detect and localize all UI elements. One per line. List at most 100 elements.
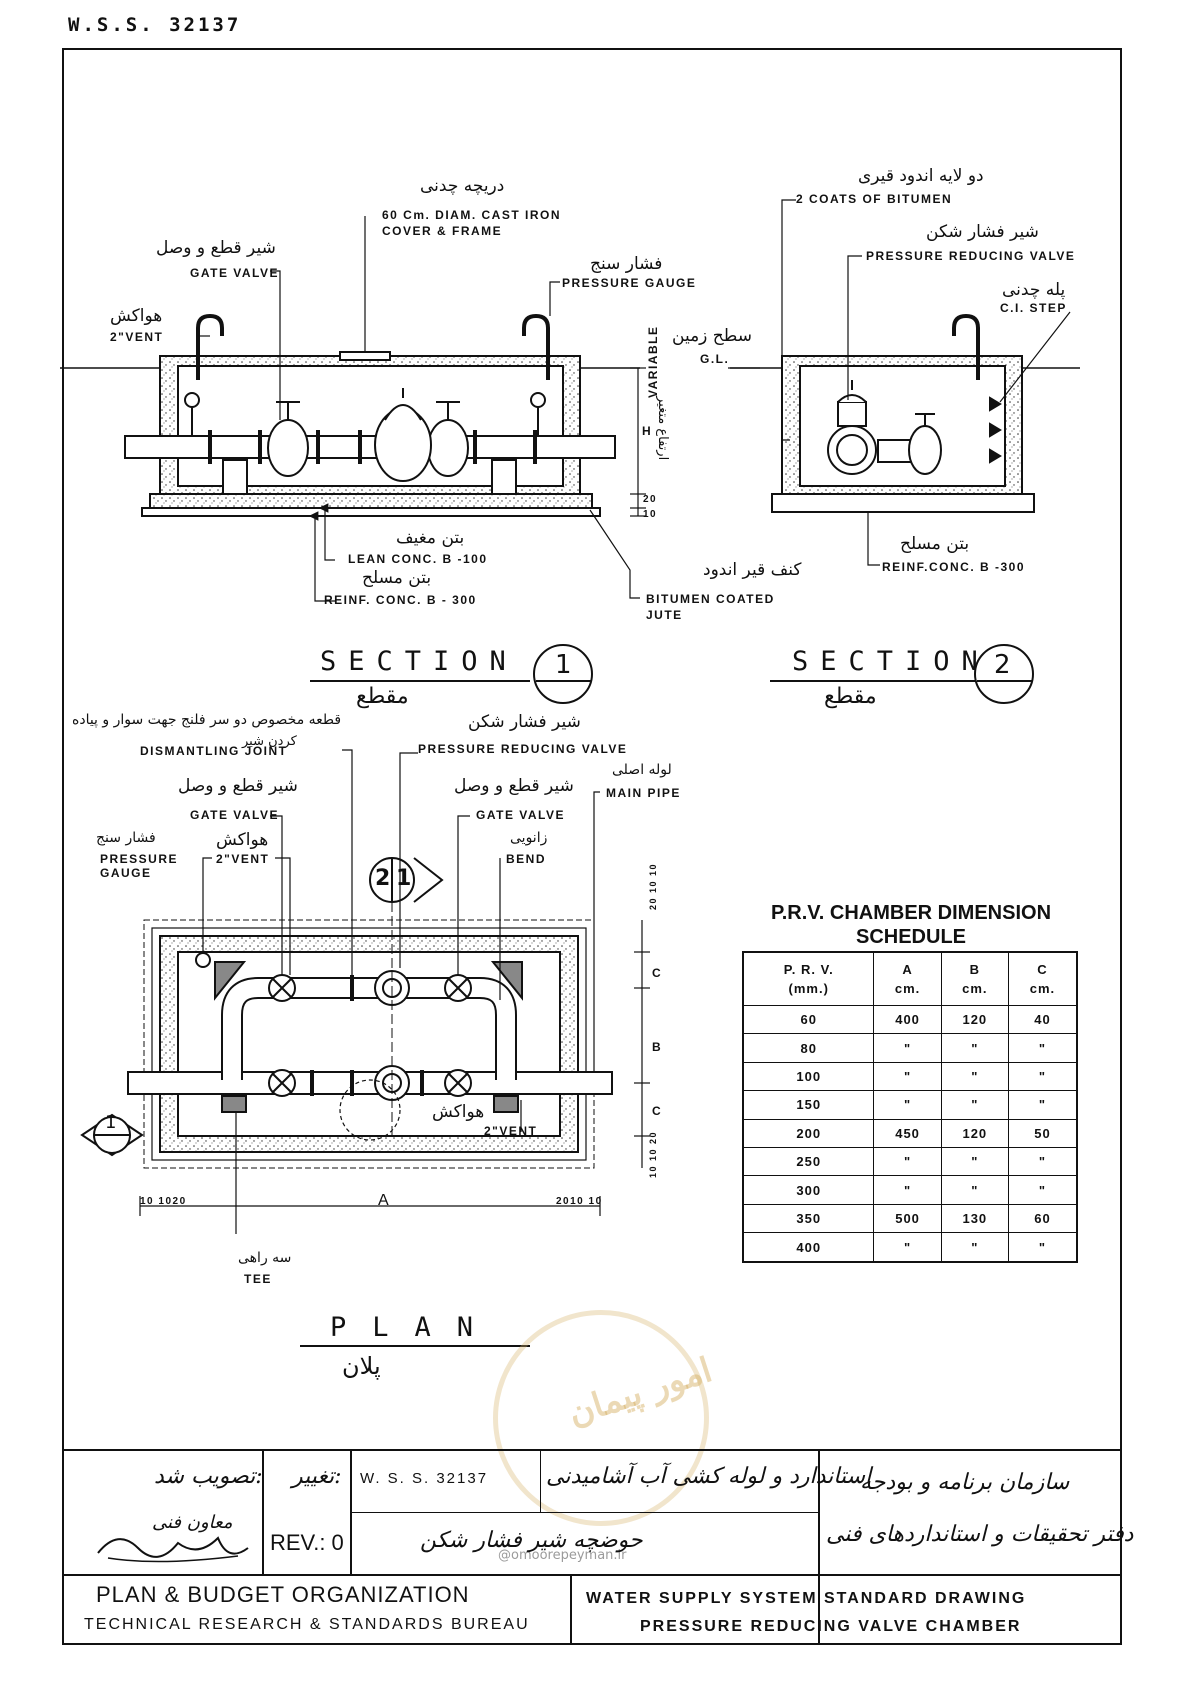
title-block-sep-4	[350, 1512, 818, 1513]
watermark-url: @omoorepeyman.ir	[498, 1548, 627, 1563]
title-block-sep-5	[540, 1449, 541, 1512]
chamber-label-en: PRESSURE REDUCING VALVE CHAMBER	[640, 1618, 1022, 1635]
bitumen-label-fa: دو لایه اندود قیری	[858, 166, 984, 186]
plan-marker-sec2: 2	[375, 866, 391, 891]
org-label-en: PLAN & BUDGET ORGANIZATION	[96, 1582, 470, 1607]
lean-conc-label-en: LEAN CONC. B -100	[348, 552, 488, 566]
org-label-fa: سازمان برنامه و بودجه	[860, 1470, 1070, 1495]
dim-left-label: 10 1020	[140, 1196, 187, 1207]
plan-title-fa: پلان	[342, 1352, 381, 1380]
schedule-header-prv: P. R. V.(mm.)	[742, 951, 875, 1006]
table-row: 80"""	[742, 1033, 1078, 1063]
schedule-title-1: P.R.V. CHAMBER DIMENSION	[770, 902, 1052, 924]
dim-c-label-top: C	[652, 966, 663, 980]
table-row: 100"""	[742, 1061, 1078, 1092]
bend-label-fa: زانویی	[510, 830, 548, 846]
title-block-sep-1	[262, 1449, 264, 1574]
approved-label-fa: تصویب شد:	[154, 1464, 263, 1489]
plan-vent-label-en: 2"VENT	[216, 852, 270, 866]
dim-20: 20	[643, 494, 658, 505]
gauge-label-en: PRESSURE GAUGE	[562, 276, 697, 290]
section-1-leaders	[198, 216, 640, 602]
signature	[97, 1536, 249, 1563]
section-2-number: 2	[994, 650, 1011, 680]
dim-right-label: 2010 10	[556, 1196, 603, 1207]
cover-label-en-2: COVER & FRAME	[382, 224, 503, 238]
gauge-label-fa: فشار سنج	[590, 254, 663, 274]
variable-label-en: VARIABLE	[646, 325, 660, 398]
bend-label-en: BEND	[506, 852, 547, 866]
lean-conc-label-fa: بتن مغیف	[396, 528, 465, 548]
title-block-sep-6	[570, 1574, 572, 1645]
gl-label-en: G.L.	[700, 352, 730, 366]
plan-prv-label-fa: شیر فشار شکن	[468, 712, 581, 732]
jute-label-en-1: BITUMEN COATED	[646, 592, 775, 606]
reinf-label-en-2: REINF.CONC. B -300	[882, 560, 1026, 574]
plan-gauge-label-en-1: PRESSURE	[100, 852, 179, 866]
tee-label-fa: سه راهی	[238, 1250, 292, 1266]
section-1-title-fa: مقطع	[356, 684, 409, 709]
dismantling-label-fa-2: کردن شیر	[242, 734, 297, 749]
main-pipe-label-fa: لوله اصلی	[612, 762, 672, 778]
plan-gauge-label-en-2: GAUGE	[100, 866, 152, 880]
plan-gate-valve-left-en: GATE VALVE	[190, 808, 280, 822]
plan-marker-sec1: 1	[105, 1112, 117, 1133]
reinf-conc-label-fa: بتن مسلح	[362, 568, 432, 588]
plan-prv-label-en: PRESSURE REDUCING VALVE	[418, 742, 628, 756]
dim-10: 10	[643, 509, 658, 520]
rev-label: REV.: 0	[270, 1530, 344, 1555]
cover-label-en-1: 60 Cm. DIAM. CAST IRON	[382, 208, 562, 222]
vent-label-en: 2"VENT	[110, 330, 164, 344]
section-1-drawing	[60, 313, 646, 517]
table-row: 250"""	[742, 1146, 1078, 1177]
table-row: 150"""	[742, 1090, 1078, 1120]
plan-gauge-label-fa: فشار سنج	[96, 830, 156, 846]
deputy-label-fa: معاون فنی	[152, 1512, 233, 1533]
plan-section-markers	[80, 857, 444, 1157]
dim-bottom-label: 10 10 20	[648, 1130, 658, 1178]
section-1-title: SECTION	[320, 646, 518, 677]
watermark-seal	[493, 1310, 709, 1526]
section-title-marks	[310, 644, 1034, 704]
dismantling-label-en: DISMANTLING JOINT	[140, 744, 288, 758]
gl-label-fa: سطح زمین	[672, 326, 752, 346]
plan-vent-label-fa: هواکش	[216, 830, 269, 850]
step-label-fa: پله چدنی	[1002, 280, 1066, 300]
drawing-frame	[62, 48, 1122, 1645]
plan-title: PLAN	[330, 1312, 500, 1343]
wss-label: W. S. S. 32137	[360, 1470, 489, 1487]
jute-label-en-2: JUTE	[646, 608, 683, 622]
dim-h: H	[642, 424, 653, 438]
table-row: 400"""	[742, 1232, 1078, 1263]
plan-marker-sec2-b: 1	[396, 866, 412, 891]
dim-b-label: B	[652, 1040, 663, 1054]
title-block-divider	[62, 1574, 1122, 1576]
schedule-title-2: SCHEDULE	[855, 926, 966, 948]
dim-top-label: 20 10 10	[648, 862, 658, 910]
chamber-label-fa: حوضچه شیر فشار شکن	[420, 1528, 643, 1553]
dismantling-label-fa-1: قطعه مخصوص دو سر فلنج جهت سوار و پیاده	[72, 712, 342, 728]
prv-label-fa: شیر فشار شکن	[926, 222, 1039, 242]
title-block-sep-2	[350, 1449, 352, 1574]
plan-leaders	[202, 749, 600, 1347]
system-label-en: WATER SUPPLY SYSTEM STANDARD DRAWING	[586, 1590, 1027, 1607]
gate-valve-label-fa: شیر قطع و وصل	[156, 238, 276, 258]
plan-gate-valve-left-fa: شیر قطع و وصل	[178, 776, 298, 796]
table-row: 300"""	[742, 1175, 1078, 1205]
tee-label-en: TEE	[244, 1272, 272, 1286]
plan-vent2-label-fa: هواکش	[432, 1102, 485, 1122]
title-block-sep-3	[818, 1449, 820, 1645]
vent-label-fa: هواکش	[110, 306, 163, 326]
section-2-leaders	[728, 199, 1071, 566]
section-2-title: SECTION	[792, 646, 990, 677]
dim-a-label: A	[378, 1192, 389, 1209]
section-2-drawing	[730, 313, 1080, 513]
gate-valve-label-en: GATE VALVE	[190, 266, 280, 280]
bureau-label-en: TECHNICAL RESEARCH & STANDARDS BUREAU	[84, 1616, 530, 1633]
reinf-label-fa-2: بتن مسلح	[900, 534, 970, 554]
